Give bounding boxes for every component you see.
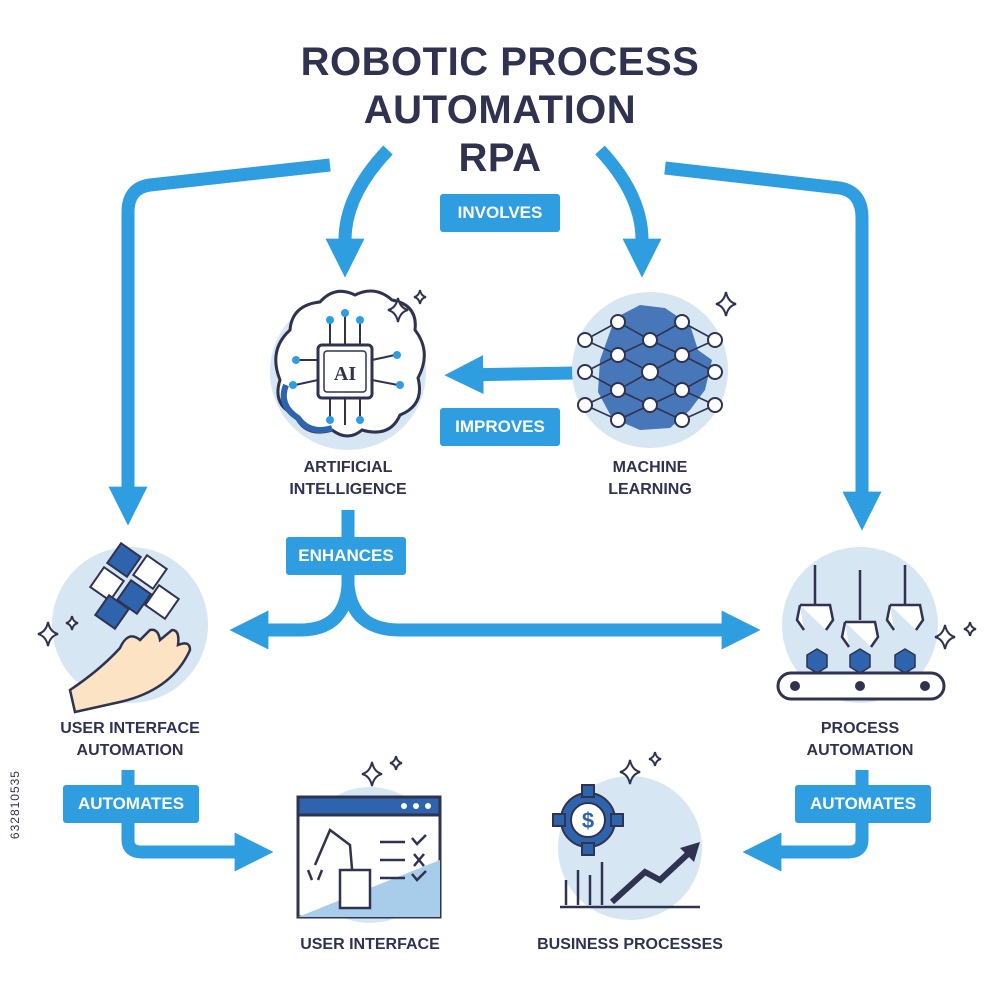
arrow-rpa-to-process-automation (664, 161, 882, 531)
arrow-uia-to-user-interface (121, 770, 274, 872)
pa-label: PROCESS AUTOMATION (760, 718, 960, 762)
pa-label-line1: PROCESS (820, 720, 900, 737)
business-growth-icon: $ (552, 776, 702, 920)
ml-label-line1: MACHINE (612, 459, 688, 476)
arrow-enhances-to-ui-automation (229, 584, 355, 650)
automates-tag-right: AUTOMATES (795, 785, 931, 823)
arrow-ml-to-ai (444, 355, 576, 395)
conveyor-robot-arms-icon (776, 547, 946, 703)
arrow-rpa-to-ui-automation (108, 158, 331, 526)
ml-label-line2: LEARNING (608, 481, 692, 498)
stock-id-text: 632810535 (8, 770, 22, 840)
ai-brain-icon: AI (270, 289, 426, 450)
ui-label: USER INTERFACE (300, 936, 440, 953)
arrow-pa-to-business-processes (742, 770, 869, 872)
ai-chip-text: AI (334, 363, 356, 385)
improves-tag: IMPROVES (440, 408, 560, 446)
ai-label-line2: INTELLIGENCE (289, 481, 407, 498)
ai-label: ARTIFICIAL INTELLIGENCE (248, 457, 448, 501)
title-line-2: AUTOMATION (363, 88, 637, 132)
ml-label: MACHINE LEARNING (550, 457, 750, 501)
automates-tag-left: AUTOMATES (63, 785, 199, 823)
arrow-rpa-to-ml (595, 145, 662, 278)
ui-window-icon (296, 787, 442, 923)
arrow-rpa-to-ai (325, 145, 393, 278)
pa-label-line2: AUTOMATION (806, 742, 914, 759)
involves-tag: INVOLVES (440, 194, 560, 232)
dollar-sign-text: $ (582, 808, 594, 833)
ai-label-line1: ARTIFICIAL (303, 459, 393, 476)
arrow-enhances-to-process-automation (341, 584, 761, 650)
sparkle-icons (37, 289, 977, 787)
neural-network-icon (572, 292, 728, 448)
enhances-tag: ENHANCES (286, 537, 406, 575)
hand-cubes-icon (52, 541, 208, 714)
uia-label-line2: AUTOMATION (76, 742, 184, 759)
uia-label: USER INTERFACE AUTOMATION (20, 718, 240, 762)
bp-label: BUSINESS PROCESSES (537, 936, 723, 953)
title-line-3: RPA (458, 136, 542, 180)
uia-label-line1: USER INTERFACE (60, 720, 200, 737)
title-line-1: ROBOTIC PROCESS (300, 40, 700, 84)
